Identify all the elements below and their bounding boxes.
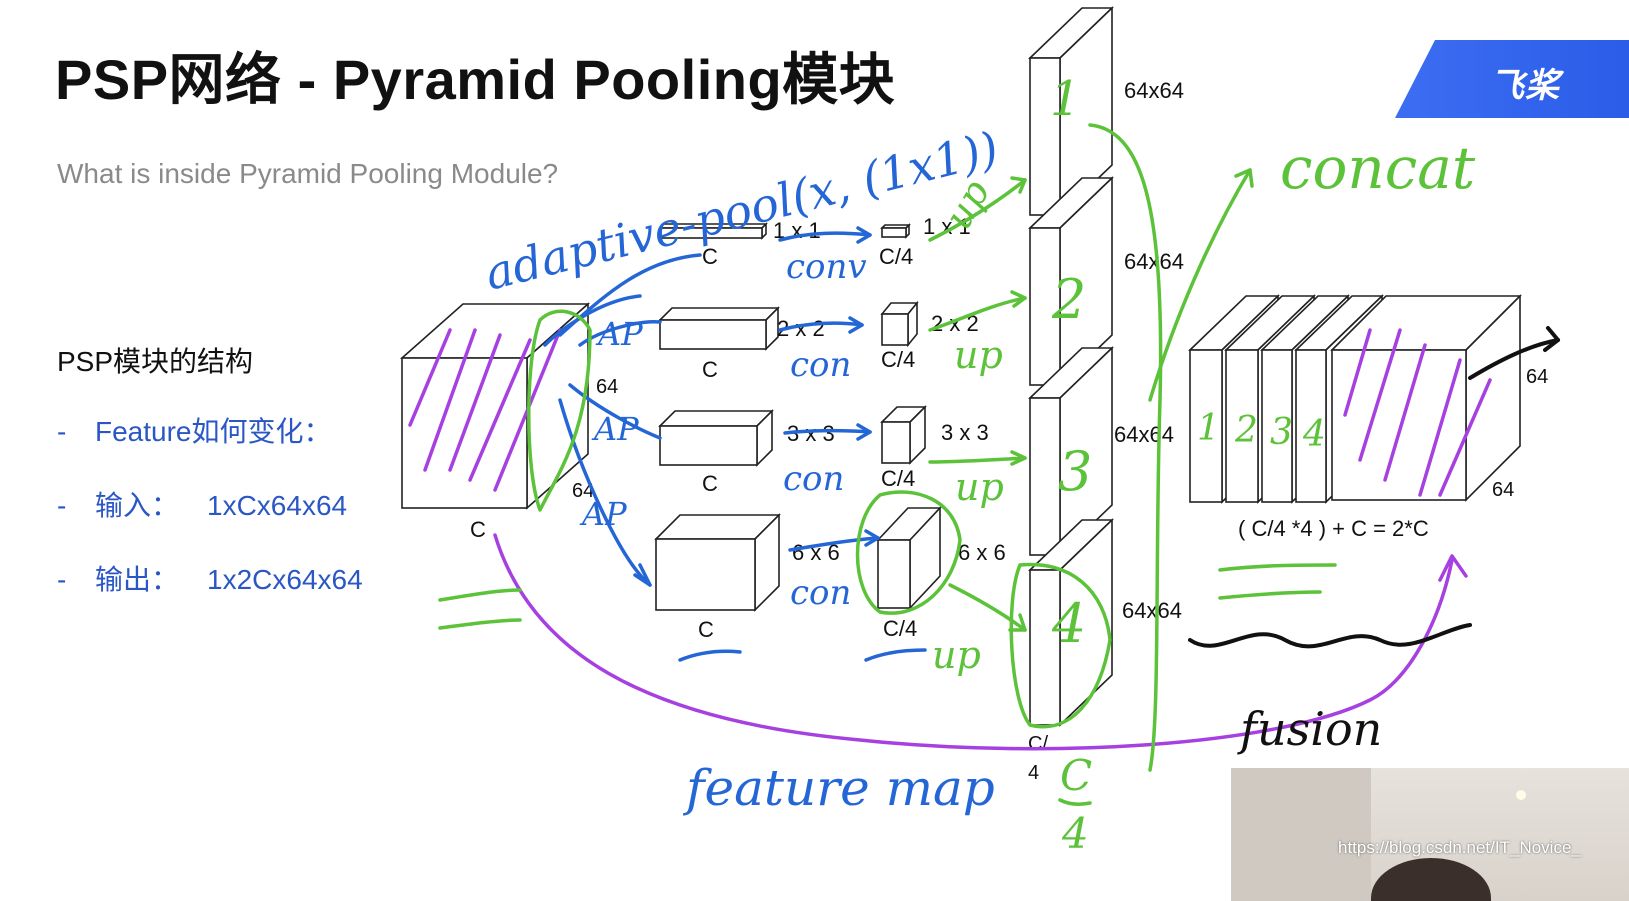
hand-up-4: up — [932, 633, 981, 677]
hand-concat: concat — [1280, 134, 1476, 202]
bullet-feature: -Feature如何变化： — [57, 410, 332, 450]
conv-cube-2 — [880, 300, 919, 348]
webcam-overlay — [1231, 768, 1629, 901]
hand-fusion: fusion — [1237, 702, 1382, 756]
csdn-watermark: https://blog.csdn.net/IT_Novice_ — [1338, 838, 1581, 857]
pool-channels-4: C — [698, 617, 714, 642]
pool-channels-1: C — [702, 244, 718, 269]
hand-number-2: 2 — [1051, 268, 1086, 331]
black-wave-stroke — [1188, 623, 1472, 649]
purple-hatching-input — [408, 328, 562, 492]
hand-ap-1: AP — [595, 315, 643, 353]
webcam-wall — [1231, 768, 1371, 901]
purple-hatching-output — [1343, 328, 1492, 497]
hand-adaptive-pool: adaptive-pool(x, (1x1)) — [480, 121, 1004, 301]
up-size-4: 64x64 — [1122, 598, 1182, 623]
output-height-label: 64 — [1526, 366, 1548, 388]
black-output-arrowhead — [1543, 326, 1560, 352]
pool-cube-4 — [654, 513, 781, 612]
paddle-logo-text: 飞桨 — [1490, 67, 1560, 105]
conv-channels-4: C/4 — [883, 616, 917, 641]
pool-cube-1 — [658, 222, 768, 240]
up-cube-1 — [1028, 6, 1114, 217]
stack-bottom-c: C/ — [1028, 733, 1048, 755]
blue-adaptive-pool-arrows — [543, 226, 927, 662]
bullet-output: -输出： 1x2Cx64x64 — [57, 558, 363, 598]
conv-cube-3 — [880, 405, 927, 465]
input-height-label: 64 — [596, 376, 618, 398]
hand-conv-4: con — [790, 573, 851, 613]
hand-output-number-4: 4 — [1302, 414, 1326, 455]
conv-channels-3: C/4 — [881, 466, 915, 491]
purple-skip-connection — [493, 533, 1454, 751]
hand-number-4: 4 — [1051, 592, 1086, 655]
up-cube-4 — [1028, 518, 1114, 727]
hand-ap-3: AP — [579, 495, 627, 533]
hand-number-3: 3 — [1058, 440, 1092, 503]
hand-conv-3: con — [783, 459, 844, 499]
hand-conv-2: con — [790, 345, 851, 385]
conv-channels-1: C/4 — [879, 244, 913, 269]
hand-c-over-4-top: C — [1060, 751, 1092, 800]
hand-output-number-2: 2 — [1234, 410, 1258, 451]
conv-size-1: 1 x 1 — [923, 214, 971, 239]
bullet-label: Feature如何变化： — [95, 416, 332, 447]
bullet-dash: - — [57, 490, 67, 521]
hand-output-number-3: 3 — [1270, 412, 1293, 453]
bullet-label: 输出： — [95, 564, 180, 595]
pool-cube-3 — [658, 409, 774, 467]
section-title: PSP模块的结构 — [57, 346, 254, 377]
pool-channels-2: C — [702, 357, 718, 382]
green-annotation-strokes — [438, 123, 1337, 806]
bullet-value: 1x2Cx64x64 — [207, 564, 363, 595]
bullet-label: 输入： — [95, 490, 180, 521]
bullet-dash: - — [57, 564, 67, 595]
pool-channels-3: C — [702, 471, 718, 496]
bullet-dash: - — [57, 416, 67, 447]
up-cube-3 — [1028, 346, 1114, 557]
output-formula: ( C/4 *4 ) + C = 2*C — [1238, 516, 1429, 541]
up-size-2: 64x64 — [1124, 249, 1184, 274]
output-width-label: 64 — [1492, 479, 1514, 501]
conv-cube-4 — [876, 505, 942, 611]
bullet-value: 1xCx64x64 — [207, 490, 348, 521]
conv-size-3: 3 x 3 — [941, 420, 989, 445]
conv-channels-2: C/4 — [881, 347, 915, 372]
webcam-lamp — [1516, 790, 1526, 800]
stack-bottom-4: 4 — [1028, 762, 1039, 784]
up-size-1: 64x64 — [1124, 78, 1184, 103]
pool-cube-2 — [658, 306, 780, 351]
conv-cube-1 — [880, 223, 911, 239]
hand-ap-2: AP — [591, 410, 639, 448]
slide-title: PSP网络 - Pyramid Pooling模块 — [55, 48, 896, 111]
up-cube-2 — [1028, 176, 1114, 387]
conv-size-4: 6 x 6 — [958, 540, 1006, 565]
input-channels-label: C — [470, 517, 486, 542]
slide-subtitle: What is inside Pyramid Pooling Module? — [57, 158, 559, 189]
webcam-person — [1371, 858, 1491, 901]
concat-output-stack — [1188, 294, 1522, 504]
hand-up-3: up — [955, 465, 1004, 509]
hand-feature-map: feature map — [682, 759, 995, 817]
hand-c-over-4-bottom: 4 — [1061, 809, 1089, 858]
black-output-arrow — [1468, 338, 1560, 380]
paddle-logo-banner: 飞桨 — [1395, 40, 1629, 118]
bullet-input: -输入： 1xCx64x64 — [57, 484, 347, 524]
hand-number-1: 1 — [1050, 71, 1081, 127]
hand-conv-1: conv — [786, 247, 867, 287]
up-size-3: 64x64 — [1114, 422, 1174, 447]
hand-up-2: up — [954, 333, 1003, 377]
purple-skip-arrowhead — [1438, 554, 1468, 582]
hand-output-number-1: 1 — [1197, 408, 1220, 449]
